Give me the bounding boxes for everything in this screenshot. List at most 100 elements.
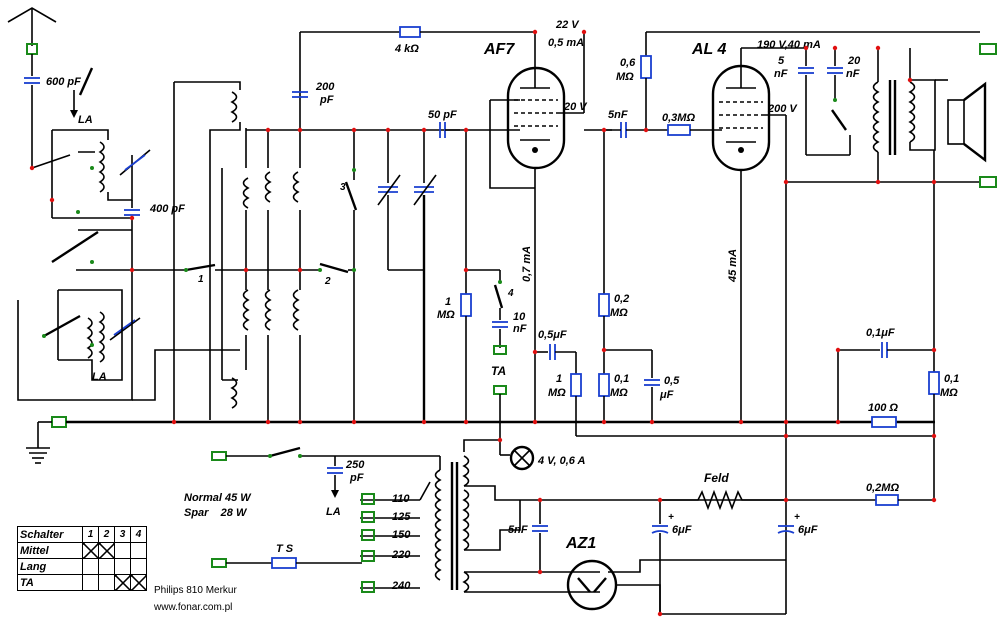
af7-voltage: 22 V — [555, 19, 580, 31]
credit-site: www.fonar.com.pl — [153, 602, 232, 613]
switch-table-row-label: Lang — [17, 558, 83, 575]
switch-mark — [130, 542, 147, 559]
label-02m-b: 0,2MΩ — [866, 482, 899, 494]
svg-text:20: 20 — [847, 55, 861, 67]
capacitor-6uf-b — [777, 525, 795, 534]
tuning-capacitors — [377, 130, 437, 422]
fuse-ts — [271, 557, 297, 569]
svg-text:+: + — [794, 512, 800, 523]
al4-grid-voltage: 200 V — [767, 103, 798, 115]
label-05uf: 0,5μF — [538, 329, 567, 341]
switch-position-table: Schalter 1 2 3 4 Mittel Lang TA — [17, 526, 147, 591]
label-400pf: 400 pF — [149, 203, 185, 215]
output-transformer — [872, 48, 948, 182]
capacitor-400pf — [124, 200, 140, 270]
label-1m-load: MΩ — [548, 387, 566, 399]
capacitor-20nf — [827, 48, 851, 155]
switch-mark — [130, 558, 147, 575]
lamp — [500, 445, 535, 471]
switch-4 — [493, 284, 504, 309]
voltage-taps — [361, 493, 375, 593]
resistor-100 — [871, 416, 897, 428]
rf-coil-upper — [31, 129, 151, 219]
switch-mark — [82, 542, 99, 559]
label-la-coil: LA — [92, 371, 107, 383]
tap-240: 240 — [391, 580, 411, 592]
svg-text:1: 1 — [556, 373, 562, 385]
label-field: Feld — [704, 471, 729, 485]
label-250pf: pF — [349, 472, 364, 484]
label-ts: T S — [276, 543, 294, 555]
resistor-06m — [640, 31, 980, 130]
credit-model: Philips 810 Merkur — [154, 585, 237, 596]
mains-switch — [269, 446, 301, 458]
switch-mark — [98, 558, 115, 575]
capacitor-200pf — [292, 31, 400, 98]
ground-symbol — [26, 416, 67, 464]
resistor-4k — [399, 26, 535, 38]
label-03m: 0,3MΩ — [662, 112, 695, 124]
ext-speaker-terminal-top — [979, 43, 997, 55]
capacitor-6uf-a — [651, 500, 669, 614]
label-01m: MΩ — [610, 387, 628, 399]
switch-mark — [98, 574, 115, 591]
label-ta: TA — [491, 364, 506, 378]
capacitor-5nf-rect — [532, 500, 548, 572]
svg-text:0,6: 0,6 — [620, 57, 636, 69]
switch-3 — [344, 181, 358, 211]
switch-left-mid — [51, 230, 99, 264]
svg-text:pF: pF — [319, 94, 334, 106]
label-01uf: 0,1μF — [866, 327, 895, 339]
label-6uf-b: 6μF — [798, 524, 818, 536]
rf-coil-lower — [17, 270, 141, 401]
tube-af7 — [489, 32, 584, 422]
label-grid-1m: MΩ — [437, 309, 455, 321]
label-50pf: 50 pF — [428, 109, 457, 121]
label-6uf-a: 6μF — [672, 524, 692, 536]
label-05uf-b: μF — [659, 389, 674, 401]
power-normal: Normal 45 W — [184, 492, 252, 504]
switch-mark — [130, 574, 147, 591]
switch-mark — [82, 558, 99, 575]
svg-text:0,2: 0,2 — [614, 293, 629, 305]
switch-table-row: Mittel — [17, 542, 147, 559]
label-600pf: 600 pF — [46, 76, 81, 88]
switch-table-col-3: 3 — [114, 526, 131, 543]
resistor-02m — [598, 293, 610, 422]
label-sw4: 4 — [507, 288, 514, 299]
label-al4: AL 4 — [691, 41, 726, 58]
tap-220: 220 — [391, 549, 411, 561]
af7-cathode-current: 0,7 mA — [521, 246, 533, 282]
al4-anode: 190 V,40 mA — [757, 39, 821, 51]
switch-table-col-4: 4 — [130, 526, 147, 543]
switch-1 — [185, 263, 216, 272]
switch-mark — [114, 542, 131, 559]
mains-transformer — [360, 439, 786, 593]
label-la-top: LA — [78, 114, 93, 126]
resistor-03m — [667, 124, 722, 136]
label-4k: 4 kΩ — [394, 43, 419, 55]
tube-al4 — [711, 47, 806, 422]
svg-text:0,1: 0,1 — [614, 373, 629, 385]
label-sw3: 3 — [340, 182, 346, 193]
af7-grid-voltage: 20 V — [563, 101, 588, 113]
label-20nf: nF — [846, 68, 860, 80]
label-sw2: 2 — [324, 276, 331, 287]
switch-table-col-1: 1 — [82, 526, 99, 543]
capacitor-5nf-coupling — [620, 122, 627, 138]
capacitor-600pf — [24, 54, 40, 168]
svg-text:250: 250 — [345, 459, 365, 471]
capacitor-250pf — [327, 456, 343, 498]
field-coil — [660, 489, 786, 511]
junction-dots — [29, 29, 937, 617]
switch-table-row-label: Mittel — [17, 542, 83, 559]
switch-table-header: Schalter 1 2 3 4 — [17, 526, 147, 543]
resistor-01m-b — [928, 150, 940, 500]
tap-150: 150 — [392, 529, 411, 541]
switch-table-col-2: 2 — [98, 526, 115, 543]
ext-speaker-terminal-bottom — [979, 176, 997, 188]
label-01m-b: MΩ — [940, 387, 958, 399]
af7-current: 0,5 mA — [548, 37, 584, 49]
